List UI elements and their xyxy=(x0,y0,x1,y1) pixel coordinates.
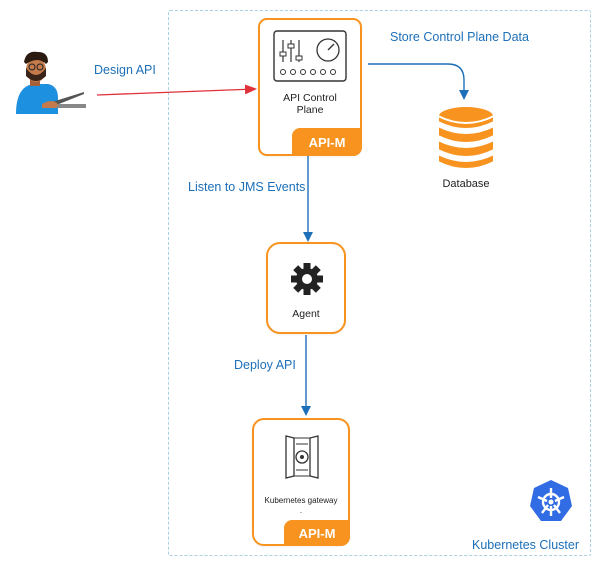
api-m-badge: API-M xyxy=(284,520,350,546)
kubernetes-gateway-node[interactable]: Kubernetes gateway . API-M xyxy=(252,418,350,546)
gateway-icon xyxy=(280,434,324,485)
database-label: Database xyxy=(442,178,490,190)
listen-events-label: Listen to JMS Events xyxy=(188,180,306,194)
design-api-label: Design API xyxy=(94,63,156,77)
kubernetes-cluster-label: Kubernetes Cluster xyxy=(472,538,580,552)
control-plane-label-line1: API Control xyxy=(283,92,337,104)
gateway-label-dot: . xyxy=(299,506,303,515)
gateway-label: Kubernetes gateway xyxy=(264,496,338,505)
kubernetes-icon xyxy=(528,478,574,529)
agent-node[interactable]: Agent xyxy=(266,242,346,334)
api-control-plane-node[interactable]: API Control Plane API-M xyxy=(258,18,362,156)
control-plane-label: API Control Plane xyxy=(260,92,360,116)
developer-avatar-icon xyxy=(12,48,88,116)
store-data-label: Store Control Plane Data xyxy=(390,30,529,44)
database-icon xyxy=(436,102,496,177)
control-plane-label-line2: Plane xyxy=(296,104,324,116)
kubernetes-cluster-boundary xyxy=(168,10,591,556)
deploy-api-label: Deploy API xyxy=(234,358,296,372)
design-api-edge xyxy=(96,84,257,96)
agent-label: Agent xyxy=(292,308,320,320)
control-panel-icon xyxy=(273,30,347,87)
gear-icon xyxy=(290,262,324,301)
api-m-badge: API-M xyxy=(292,128,362,156)
store-data-edge xyxy=(368,63,469,100)
